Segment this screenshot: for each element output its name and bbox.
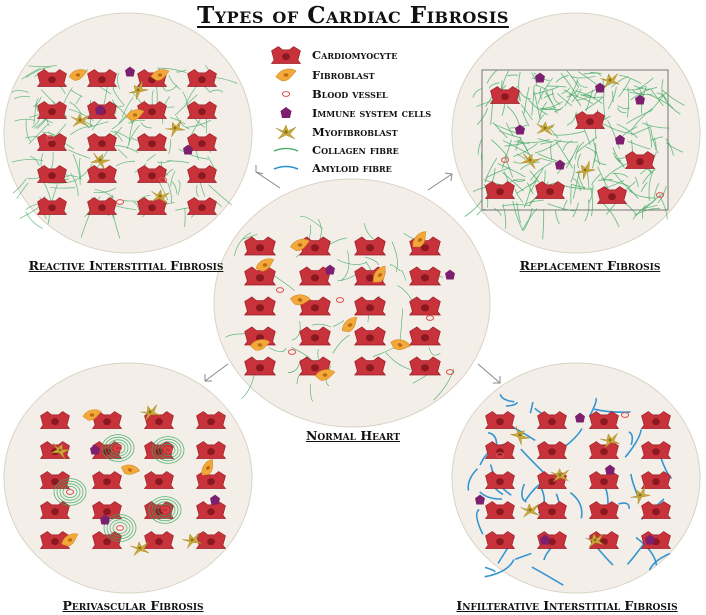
arrows — [204, 165, 501, 384]
legend-label: Cardiomyocyte — [312, 48, 397, 62]
caption-infiltrative-interstitial-fibrosis: Infilterative Interstitial Fibrosis — [456, 598, 678, 613]
legend-item: Blood vessel — [281, 87, 388, 101]
legend-item: Collagen fibre — [273, 143, 399, 157]
perivascular-collagen-ring — [151, 436, 185, 464]
immune-cell-icon — [280, 107, 292, 118]
legend-label: Amyloid fibre — [311, 161, 392, 175]
myofibroblast-icon — [275, 124, 297, 140]
blood-vessel-icon — [281, 91, 291, 97]
amyloid-fibre-icon — [273, 165, 299, 170]
legend-item: Myofibroblast — [275, 124, 398, 140]
perivascular-collagen-ring — [53, 478, 87, 506]
fibroblast-icon — [275, 68, 297, 82]
panel-perivascular-fibrosis — [3, 362, 253, 594]
panel-infiltrative-interstitial-fibrosis — [451, 362, 701, 594]
legend: Cardiomyocyte Fibroblast Blood vessel Im… — [271, 46, 431, 175]
collagen-fibre-icon — [273, 147, 299, 152]
arrow-to-perivascular — [204, 363, 229, 382]
arrow-to-infiltrative — [477, 363, 501, 384]
legend-label: Blood vessel — [312, 87, 388, 101]
legend-item: Immune system cells — [280, 106, 431, 120]
legend-item: Amyloid fibre — [273, 161, 392, 175]
caption-replacement-fibrosis: Replacement Fibrosis — [519, 258, 661, 273]
perivascular-collagen-ring — [101, 434, 135, 462]
legend-label: Immune system cells — [312, 106, 431, 120]
caption-perivascular-fibrosis: Perivascular Fibrosis — [62, 598, 204, 613]
legend-item: Cardiomyocyte — [271, 46, 397, 64]
cardiomyocyte-icon — [271, 46, 301, 64]
panel-normal-heart — [213, 178, 491, 428]
perivascular-collagen-ring — [103, 514, 137, 542]
arrow-to-replacement — [427, 172, 453, 191]
arrow-to-reactive — [255, 165, 281, 189]
panel-replacement-fibrosis — [451, 12, 701, 254]
panel-reactive-interstitial-fibrosis — [3, 12, 253, 254]
legend-label: Fibroblast — [312, 68, 375, 82]
caption-normal-heart: Normal Heart — [305, 428, 401, 443]
legend-label: Myofibroblast — [312, 125, 398, 139]
perivascular-collagen-ring — [148, 496, 182, 524]
page-title: Types of Cardiac Fibrosis — [197, 2, 509, 29]
caption-reactive-interstitial-fibrosis: Reactive Interstitial Fibrosis — [28, 258, 224, 273]
legend-label: Collagen fibre — [312, 143, 399, 157]
legend-item: Fibroblast — [275, 68, 375, 82]
